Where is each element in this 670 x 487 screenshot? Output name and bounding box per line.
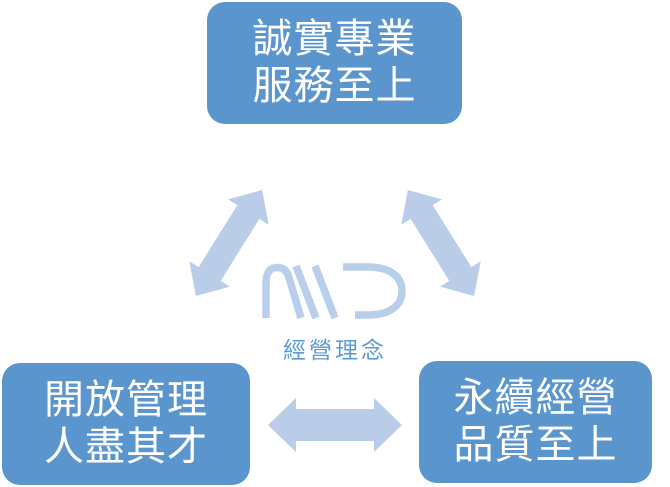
logo-slash-2	[311, 264, 339, 319]
value-box-bottom-left: 開放管理 人盡其才	[2, 363, 250, 485]
logo-arch-stroke	[262, 263, 305, 319]
value-box-top-line1: 誠實專業	[252, 17, 417, 61]
logo-d-stroke	[343, 263, 406, 319]
value-box-top: 誠實專業 服務至上	[207, 2, 462, 124]
double-arrow-bottom-icon	[268, 398, 402, 452]
value-box-bottom-right: 永續經營 品質至上	[419, 361, 652, 483]
value-box-bottom-right-line1: 永續經營	[453, 376, 618, 420]
value-box-bottom-left-line2: 人盡其才	[44, 425, 208, 469]
center-label: 經營理念	[283, 337, 387, 363]
nid-logo	[262, 263, 406, 319]
logo-slash-1	[292, 264, 320, 319]
value-box-bottom-right-line2: 品質至上	[453, 423, 618, 467]
value-box-bottom-left-line1: 開放管理	[44, 378, 208, 422]
value-box-top-line2: 服務至上	[252, 64, 417, 108]
